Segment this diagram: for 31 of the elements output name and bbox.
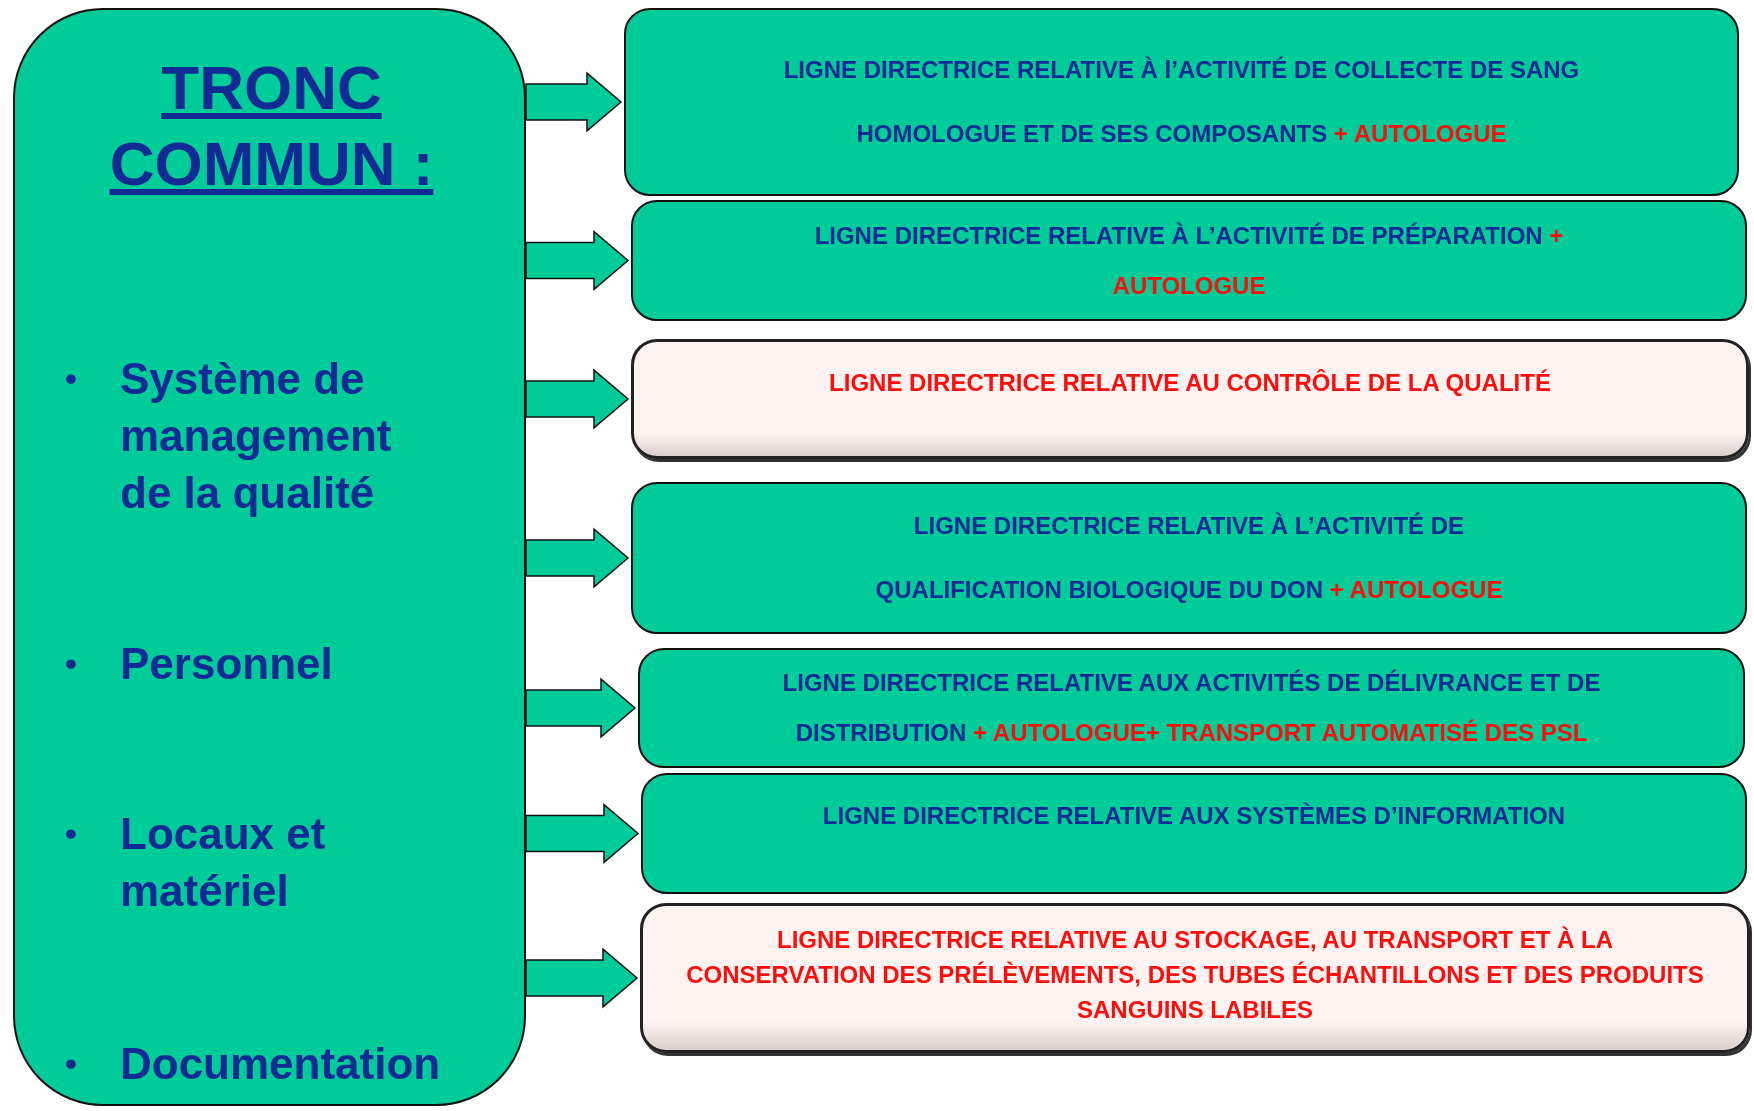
guideline-text: LIGNE DIRECTRICE RELATIVE À l’ACTIVITÉ DE COLLECTE DE SANG HOMOLOGUE ET DE SES COMPOSANTS + AUTOLOGUE: [782, 55, 1581, 149]
guideline-text: LIGNE DIRECTRICE RELATIVE AU CONTRÔLE DE LA QUALITÉ: [829, 368, 1551, 398]
block-arrow: [525, 803, 640, 864]
block-arrow: [525, 368, 630, 430]
bullet-marker: •: [65, 1043, 78, 1084]
bullet-item: Personnel: [120, 638, 334, 690]
bullet-item: Système de management de la qualité: [120, 353, 393, 519]
guideline-text: LIGNE DIRECTRICE RELATIVE À L’ACTIVITÉ DE QUALIFICATION BIOLOGIQUE DU DON + AUTOLOGUE: [874, 511, 1504, 605]
bullet-marker: •: [65, 358, 78, 399]
bullet-item: Documentation: [120, 1038, 442, 1090]
guideline-text: LIGNE DIRECTRICE RELATIVE AUX SYSTÈMES D’INFORMATION: [822, 801, 1566, 831]
bullet-item: Locaux et matériel: [120, 808, 327, 917]
block-arrow: [525, 677, 637, 739]
rounded-box: [641, 773, 1747, 894]
rounded-box: [631, 482, 1747, 634]
guideline-text: LIGNE DIRECTRICE RELATIVE AUX ACTIVITÉS DE DÉLIVRANCE ET DE DISTRIBUTION + AUTOLOGUE+ TRANSPORT AUTOMATISÉ DES PSL: [781, 668, 1602, 748]
rounded-box: [638, 648, 1745, 768]
block-arrow: [525, 71, 623, 133]
guideline-text: LIGNE DIRECTRICE RELATIVE À L’ACTIVITÉ DE PRÉPARATION + AUTOLOGUE: [813, 220, 1565, 301]
highlighted-box: [631, 339, 1749, 459]
rounded-panel: [13, 8, 526, 1106]
block-arrow: [525, 947, 639, 1009]
block-arrow: [525, 527, 630, 589]
bullet-marker: •: [65, 643, 78, 684]
highlighted-box: [640, 903, 1750, 1053]
heading: TRONC COMMUN :: [108, 52, 435, 200]
guideline-text: LIGNE DIRECTRICE RELATIVE AU STOCKAGE, AU TRANSPORT ET À LA CONSERVATION DES PRÉLÈVEMENTS, DES TUBES ÉCHANTILLONS ET DES PRODUITS SANGUINS LABILES: [685, 925, 1705, 1025]
block-arrow: [525, 230, 630, 291]
rounded-box: [631, 200, 1747, 321]
rounded-box: [624, 8, 1739, 196]
bullet-marker: •: [65, 813, 78, 854]
